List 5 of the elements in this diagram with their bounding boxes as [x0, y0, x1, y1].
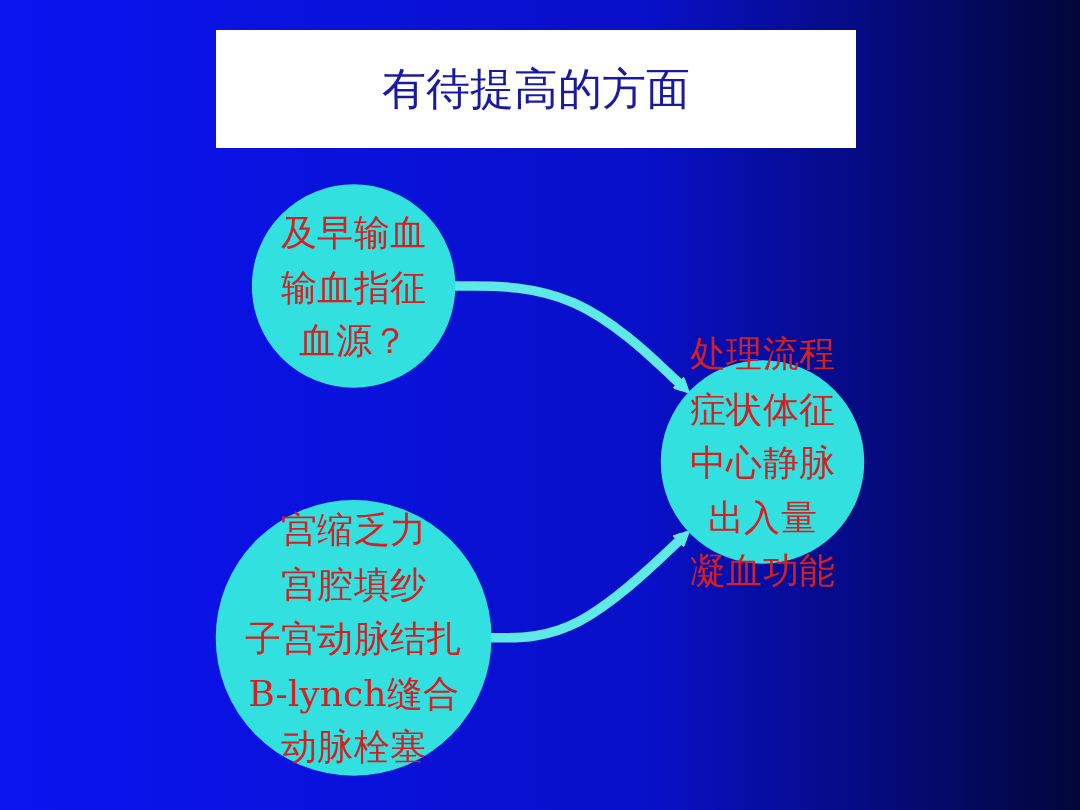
title: 有待提高的方面: [382, 61, 690, 116]
arrow: [490, 530, 690, 643]
arrow: [454, 281, 690, 394]
node-circle: 及早输血 输血指征 血源？: [251, 184, 456, 388]
node-circle: 宫缩乏力 宫腔填纱 子宫动脉结扎 B-lynch缝合 动脉栓塞: [215, 499, 492, 776]
